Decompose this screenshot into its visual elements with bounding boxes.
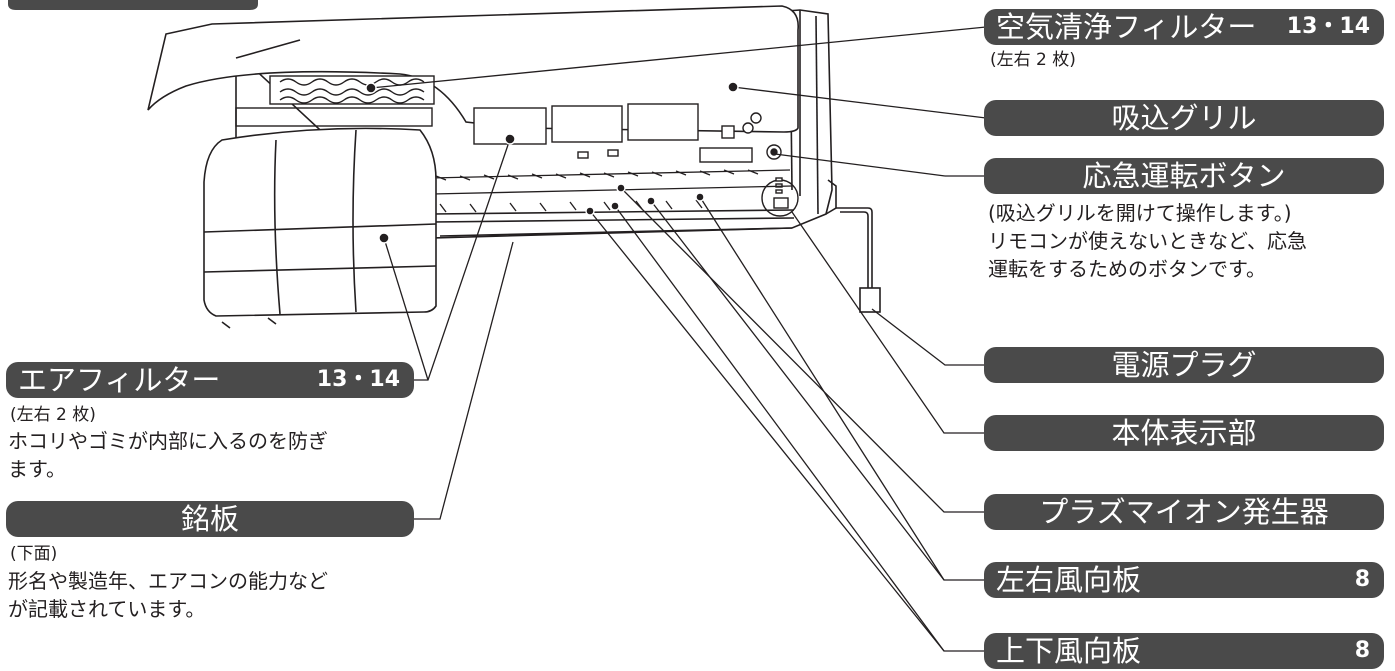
air-purifying-filter-pages: 13・14 xyxy=(1286,14,1370,39)
emergency-button-desc-1: リモコンが使えないときなど、応急 xyxy=(988,229,1307,253)
up-down-louver-name: 上下風向板 xyxy=(996,634,1142,668)
leader-dots xyxy=(365,81,739,244)
air-filter-name: エアフィルター xyxy=(18,363,221,397)
emergency-button-name: 応急運転ボタン xyxy=(1082,159,1286,193)
power-cord xyxy=(836,207,881,313)
label-display: 本体表示部 xyxy=(984,415,1384,451)
air-purifying-filter-name: 空気清浄フィルター xyxy=(996,10,1257,44)
header-tab-fragment xyxy=(8,0,258,10)
rating-plate-name: 銘板 xyxy=(180,502,239,536)
air-purifying-filter-strip xyxy=(235,75,435,127)
up-down-louver-page: 8 xyxy=(1354,638,1370,663)
label-intake-grille: 吸込グリル xyxy=(984,100,1384,136)
label-up-down-louver: 上下風向板 8 xyxy=(984,633,1384,669)
label-power-plug: 電源プラグ xyxy=(984,347,1384,383)
label-emergency-button: 応急運転ボタン xyxy=(984,158,1384,194)
air-filter-note: (左右 2 枚) xyxy=(10,405,96,425)
power-plug-name: 電源プラグ xyxy=(1111,348,1257,382)
intake-grille-panel xyxy=(147,5,799,133)
label-rating-plate: 銘板 xyxy=(6,501,414,537)
air-filter-desc-1: ホコリやゴミが内部に入るのを防ぎ xyxy=(8,429,328,453)
air-purifying-filter-note: (左右 2 枚) xyxy=(990,50,1076,70)
rating-plate-desc-1: 形名や製造年、エアコンの能力など xyxy=(8,569,328,593)
emergency-button-note: (吸込グリルを開けて操作します。) xyxy=(988,201,1292,225)
leader-lines xyxy=(370,26,987,652)
label-air-filter: エアフィルター 13・14 xyxy=(6,362,414,398)
emergency-button-desc-2: 運転をするためのボタンです。 xyxy=(988,257,1266,281)
label-plasmacluster: プラズマイオン発生器 xyxy=(984,494,1384,530)
label-air-purifying-filter: 空気清浄フィルター 13・14 xyxy=(984,9,1384,45)
plasmacluster-name: プラズマイオン発生器 xyxy=(1039,495,1329,529)
left-right-louver-name: 左右風向板 xyxy=(996,563,1142,597)
left-right-louvers xyxy=(429,169,793,213)
display-name: 本体表示部 xyxy=(1111,416,1257,450)
label-left-right-louver: 左右風向板 8 xyxy=(984,562,1384,598)
air-filter-grid xyxy=(203,127,437,329)
rating-plate-note: (下面) xyxy=(10,544,58,564)
left-right-louver-page: 8 xyxy=(1354,567,1370,592)
air-filter-desc-2: ます。 xyxy=(8,457,66,481)
rating-plate-desc-2: が記載されています。 xyxy=(8,597,206,621)
air-filter-pages: 13・14 xyxy=(316,367,400,392)
intake-grille-name: 吸込グリル xyxy=(1111,101,1257,135)
